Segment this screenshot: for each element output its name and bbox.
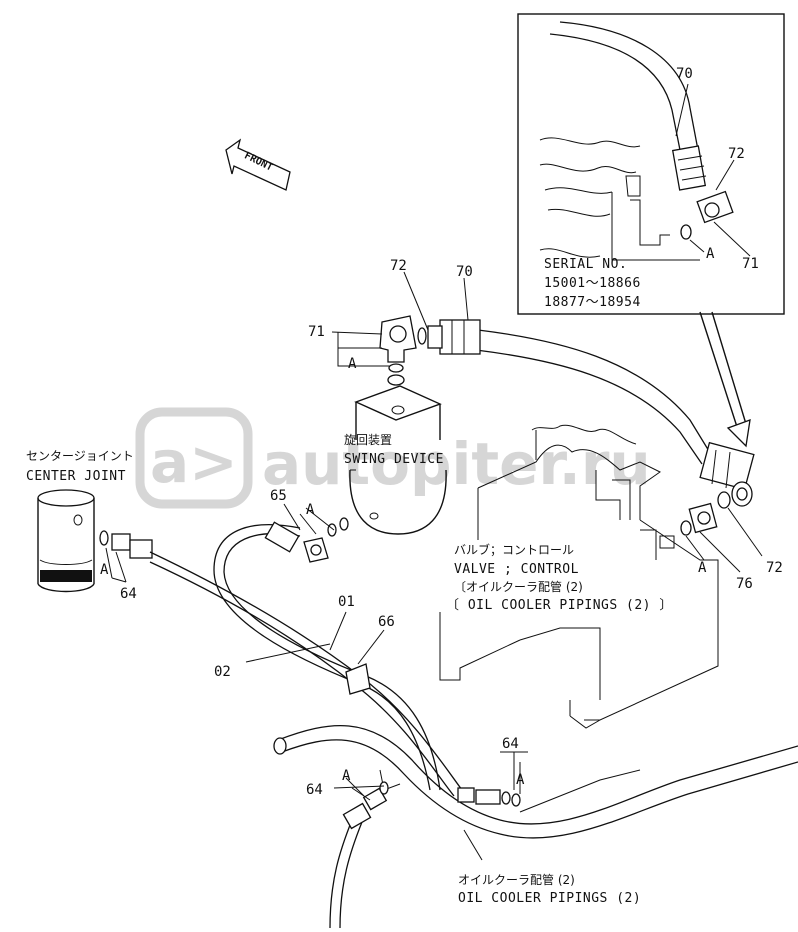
- center-joint: [37, 489, 95, 593]
- callout-01: 01: [338, 594, 355, 610]
- valve-cooler-jp: 〔オイルクーラ配管 (2): [454, 579, 583, 594]
- inset-callout-72: 72: [728, 146, 745, 162]
- center-joint-jp: センタージョイント: [26, 449, 134, 463]
- callout-70-top: 70: [456, 264, 473, 280]
- serial-range-2: 18877～18954: [544, 295, 641, 310]
- inset-frame: [517, 13, 785, 315]
- callout-02: 02: [214, 664, 231, 680]
- front-arrow: FRONT: [225, 138, 291, 191]
- inset-callout-70: 70: [676, 66, 693, 82]
- callout-72-top: 72: [390, 258, 407, 274]
- callout-64-lower-right: 64: [502, 736, 519, 752]
- watermark: a> autopiter.ru: [135, 407, 651, 509]
- callout-72-valve: 72: [766, 560, 783, 576]
- callout-a-lower-left: A: [342, 768, 351, 784]
- lower-callouts: 64 A 64 A: [306, 736, 528, 861]
- valve-jp: バルブ；コントロール: [454, 542, 574, 557]
- valve-fittings: A 76 72: [680, 491, 783, 592]
- valve-en: VALVE ; CONTROL: [454, 562, 579, 577]
- callout-64-center: 64: [120, 586, 137, 602]
- serial-inset: 70 72 71 A SERIAL NO. 15001～18866 18877～…: [517, 13, 785, 315]
- callout-71-top: 71: [308, 324, 325, 340]
- top-callouts: 72 70 71 A: [308, 258, 473, 372]
- swing-device-jp: 旋回装置: [344, 433, 392, 447]
- serial-title: SERIAL NO.: [544, 257, 627, 272]
- callout-a-swing: A: [306, 502, 315, 518]
- cooler-jp: オイルクーラ配管 (2): [458, 872, 575, 887]
- serial-range-1: 15001～18866: [544, 276, 641, 291]
- callout-66: 66: [378, 614, 395, 630]
- callout-76: 76: [736, 576, 753, 592]
- callout-a-top: A: [348, 356, 357, 372]
- inset-pointer-arrow: [699, 311, 751, 448]
- swing-device: [349, 385, 447, 535]
- swing-device-en: SWING DEVICE: [344, 452, 444, 467]
- inset-callout-a: A: [706, 246, 715, 262]
- callout-a-valve: A: [698, 560, 707, 576]
- o-ring-71: [387, 374, 405, 386]
- callout-64-lower-left: 64: [306, 782, 323, 798]
- cooler-en: OIL COOLER PIPINGS (2): [458, 891, 641, 906]
- callout-a-lower-right: A: [516, 772, 525, 788]
- elbow-71: [379, 315, 417, 386]
- control-valve: [439, 424, 719, 729]
- center-fittings: A 64: [99, 530, 153, 602]
- hoses-01-02: [149, 517, 463, 797]
- center-joint-en: CENTER JOINT: [26, 469, 126, 484]
- watermark-text: autopiter.ru: [262, 430, 651, 498]
- callout-a-center: A: [100, 562, 109, 578]
- hose-callouts: 65 A 01 02 66: [214, 488, 395, 680]
- callout-65: 65: [270, 488, 287, 504]
- valve-cooler-en: 〔 OIL COOLER PIPINGS (2) 〕: [446, 598, 673, 613]
- oil-cooler-pipe: [273, 725, 798, 929]
- watermark-badge: a>: [150, 428, 238, 496]
- o-ring-top: [417, 327, 427, 345]
- hose-70: [417, 319, 755, 507]
- inset-callout-71: 71: [742, 256, 759, 272]
- inset-o-ring: [680, 224, 692, 240]
